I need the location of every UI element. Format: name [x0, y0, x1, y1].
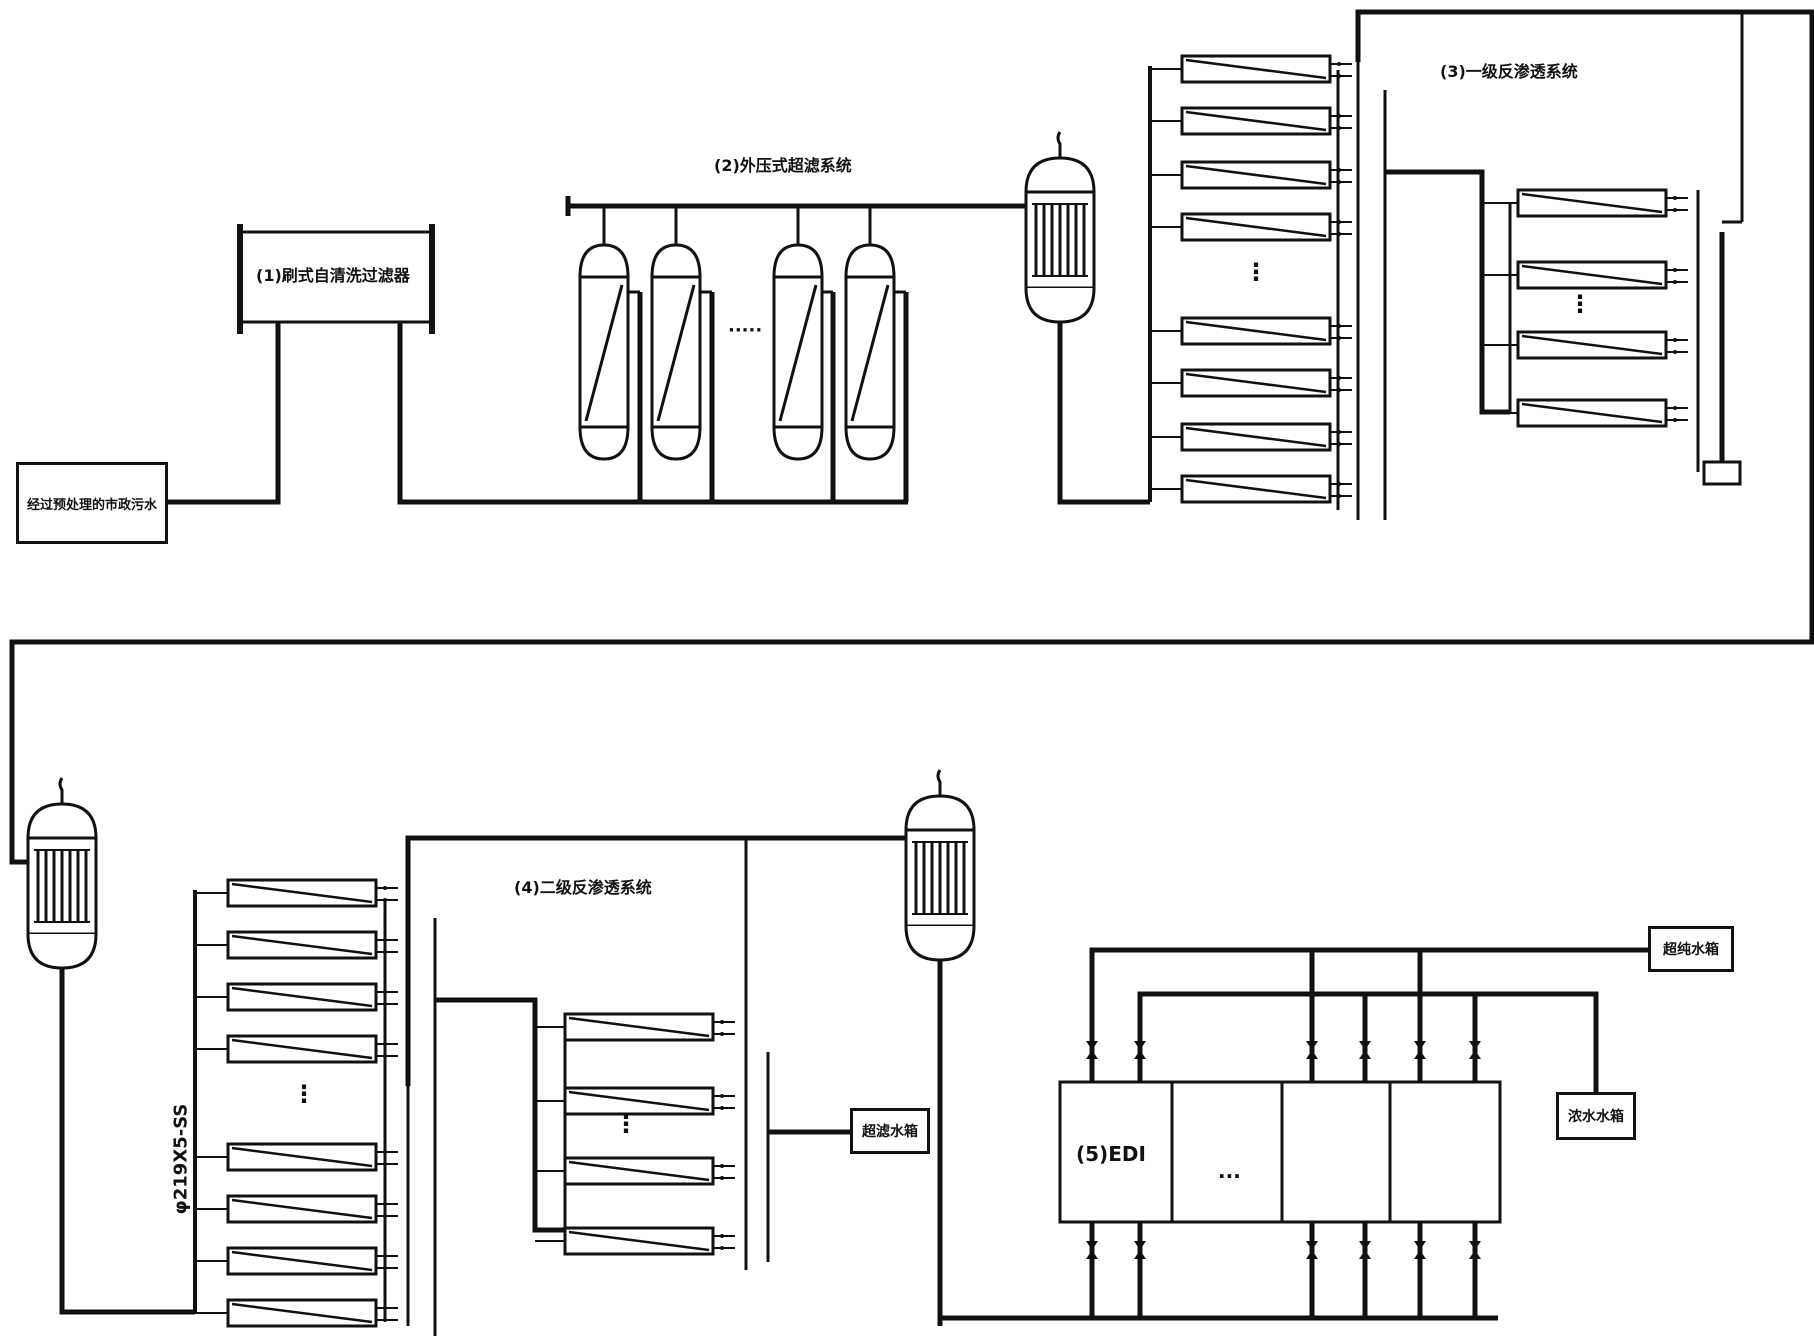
cartridge-filter-icon [26, 776, 98, 970]
uf-column-icon [650, 243, 702, 461]
stage3-label: (3)一级反渗透系统 [1440, 62, 1578, 81]
valve-icon [1469, 1241, 1481, 1259]
ro-membrane-icon [1180, 368, 1354, 398]
edi-stack [1058, 1080, 1502, 1224]
cartridge-filter-icon [1024, 130, 1096, 324]
ro-membrane-icon [563, 1226, 737, 1256]
valve-icon [1414, 1241, 1426, 1259]
uf-ellipsis: ····· [728, 320, 763, 341]
ro-membrane-icon [1180, 54, 1354, 84]
ro-membrane-icon [226, 982, 400, 1012]
ro-membrane-icon [226, 1298, 400, 1328]
ro-membrane-icon [563, 1012, 737, 1042]
brush-filter-icon [237, 224, 435, 334]
ro-membrane-icon [226, 1246, 400, 1276]
intermediate-tank-label: 超滤水箱 [862, 1124, 918, 1140]
valve-icon [1134, 1041, 1146, 1059]
product-tank-box: 超纯水箱 [1648, 926, 1734, 972]
product-tank-label: 超纯水箱 [1663, 942, 1719, 958]
ro-membrane-icon [1180, 422, 1354, 452]
ro-membrane-icon [226, 1034, 400, 1064]
stage1-label: (1)刷式自清洗过滤器 [256, 266, 410, 285]
ro-membrane-icon [563, 1086, 737, 1116]
uf-column-icon [772, 243, 824, 461]
valve-icon [1469, 1041, 1481, 1059]
ro-membrane-icon [1516, 188, 1690, 218]
ro-membrane-icon [1180, 106, 1354, 136]
valve-icon [1086, 1241, 1098, 1259]
ro-membrane-icon [1180, 160, 1354, 190]
ro1b-ellipsis: ⋮ [1568, 290, 1592, 318]
intermediate-tank-box: 超滤水箱 [850, 1108, 930, 1154]
uf-column-icon [578, 243, 630, 461]
ro-membrane-icon [563, 1156, 737, 1186]
stage4-label: (4)二级反渗透系统 [514, 878, 652, 897]
valve-icon [1414, 1041, 1426, 1059]
ro-membrane-icon [1516, 260, 1690, 290]
ro-membrane-icon [226, 1142, 400, 1172]
ro-membrane-icon [1516, 398, 1690, 428]
concentrate-tank-label: 浓水水箱 [1568, 1109, 1624, 1125]
valve-icon [1359, 1041, 1371, 1059]
stage5-label: (5)EDI [1076, 1142, 1146, 1166]
ro2b-ellipsis: ⋮ [614, 1110, 638, 1138]
valve-icon [1086, 1041, 1098, 1059]
valve-icon [1306, 1241, 1318, 1259]
valve-icon [1359, 1241, 1371, 1259]
ro-membrane-icon [1180, 316, 1354, 346]
pipe-spec-label: φ219X5-SS [170, 1103, 192, 1215]
ro-membrane-icon [1516, 330, 1690, 360]
ro-membrane-icon [1180, 474, 1354, 504]
concentrate-tank-box: 浓水水箱 [1556, 1092, 1636, 1140]
edi-ellipsis: ··· [1218, 1164, 1241, 1188]
source-water-box: 经过预处理的市政污水 [16, 462, 168, 544]
valve-icon [1134, 1241, 1146, 1259]
ro2-ellipsis: ⋮ [292, 1080, 316, 1108]
valve-icon [1306, 1041, 1318, 1059]
ro-membrane-icon [226, 878, 400, 908]
ro-membrane-icon [1180, 212, 1354, 242]
cartridge-filter-icon [904, 768, 976, 962]
source-water-label: 经过预处理的市政污水 [26, 497, 157, 513]
ro-membrane-icon [226, 930, 400, 960]
stage2-label: (2)外压式超滤系统 [714, 156, 852, 175]
ro-membrane-icon [226, 1194, 400, 1224]
uf-column-icon [844, 243, 896, 461]
ro1-ellipsis: ⋮ [1244, 258, 1268, 286]
